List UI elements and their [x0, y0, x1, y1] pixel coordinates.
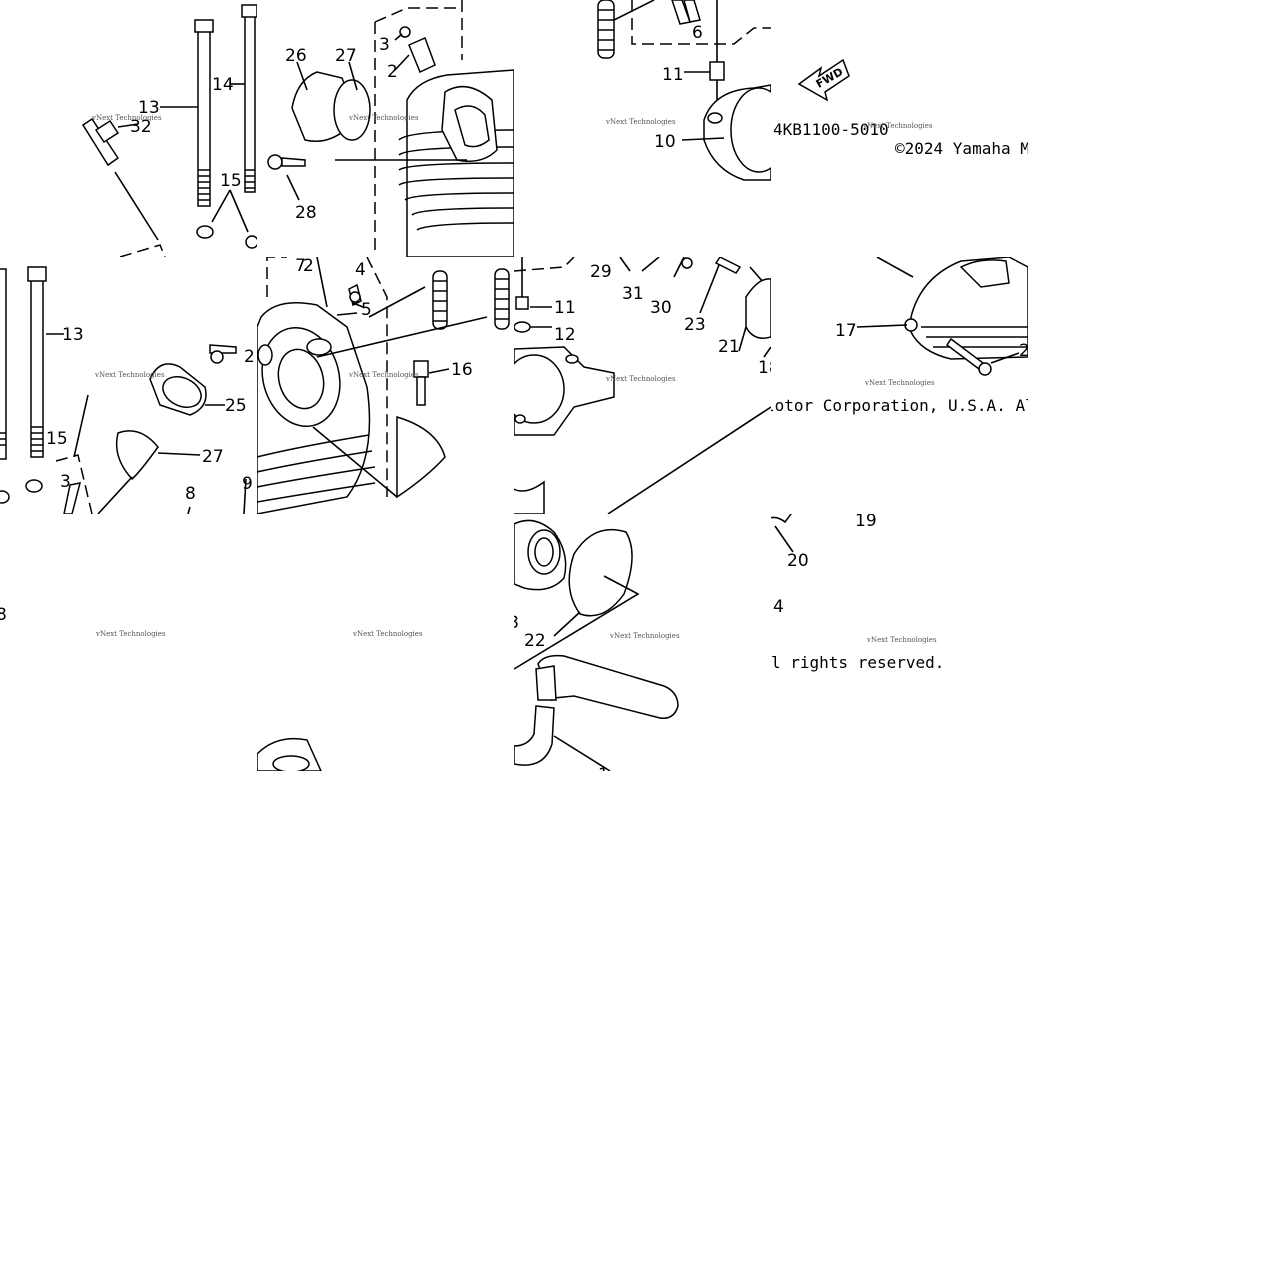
- watermark: vNext Technologies: [352, 630, 423, 638]
- label-1: 1: [598, 765, 609, 771]
- tile-r3c3: 8 22 1 vNext Technologies: [514, 514, 771, 771]
- label-11: 11: [662, 65, 684, 85]
- label-17: 17: [835, 321, 857, 341]
- tile-r1c2: 26 27 3 2 28 vNext Technologies: [257, 0, 514, 257]
- tile-r2c1: 13 2 25 15 27 3 8 9 vNext Technologies: [0, 257, 257, 514]
- label-6: 6: [692, 23, 703, 43]
- watermark: vNext Technologies: [348, 114, 419, 122]
- watermark: vNext Technologies: [348, 371, 419, 379]
- flange-icon: [514, 519, 567, 591]
- fwd-arrow-icon: FWD: [797, 58, 850, 102]
- tile-r3c2: vNext Technologies: [257, 514, 514, 771]
- tile-r2c3: 29 31 30 23 21 18 11 12 vNext Technologi…: [514, 257, 771, 514]
- copyright-line-2: lotor Corporation, U.S.A. Al: [771, 396, 1028, 415]
- label-8: 8: [0, 605, 7, 625]
- watermark: vNext Technologies: [95, 630, 166, 638]
- spark-plug-icon: [81, 117, 120, 167]
- watermark: vNext Technologies: [864, 379, 935, 387]
- label-5: 5: [361, 300, 372, 320]
- tile-r3c4: 20 19 4 l rights reserved. vNext Technol…: [771, 514, 1028, 771]
- label-27: 27: [202, 447, 224, 467]
- label-21: 21: [718, 337, 740, 357]
- intake-joint-icon: [149, 363, 207, 416]
- label-3: 3: [60, 472, 71, 492]
- label-15: 15: [46, 429, 68, 449]
- label-32: 32: [130, 117, 152, 137]
- copyright-line-3: l rights reserved.: [771, 653, 944, 672]
- watermark: vNext Technologies: [605, 118, 676, 126]
- head-cover-icon: [904, 257, 1028, 360]
- watermark: vNext Technologies: [866, 636, 937, 644]
- label-14: 14: [212, 75, 234, 95]
- label-3: 3: [379, 35, 390, 55]
- watermark: vNext Technologies: [94, 371, 165, 379]
- watermark: vNext Technologies: [609, 632, 680, 640]
- tile-r3c1: 8 vNext Technologies: [0, 514, 257, 771]
- label-4: 4: [355, 260, 366, 280]
- cylinder-gasket-icon: [514, 346, 615, 436]
- tile-r1c1: 13 32 14 15 vNext Technologies: [0, 0, 257, 257]
- tile-r2c4: 17 2 lotor Corporation, U.S.A. Al vNext …: [771, 257, 1028, 514]
- bolt-icon: [267, 154, 306, 170]
- rear-cylinder-head-icon: [257, 302, 376, 514]
- label-23: 23: [684, 315, 706, 335]
- valve-spring-icon: [597, 0, 615, 59]
- label-27: 27: [335, 46, 357, 66]
- tile-r2c2: 7 2 4 5 16 vNext Technologies: [257, 257, 514, 514]
- label-11: 11: [554, 298, 576, 318]
- watermark: vNext Technologies: [605, 375, 676, 383]
- label-2: 2: [244, 347, 255, 367]
- label-30: 30: [650, 298, 672, 318]
- clip-icon: [771, 514, 792, 524]
- part-number: 4KB1100-5010: [773, 120, 889, 139]
- label-13: 13: [62, 325, 84, 345]
- label-2: 2: [387, 62, 398, 82]
- hose-icon: [514, 654, 679, 766]
- cylinder-head-icon: [398, 69, 514, 257]
- label-2: 2: [1019, 341, 1028, 361]
- label-24: 4: [773, 597, 784, 617]
- label-19: 19: [855, 514, 877, 531]
- label-28: 28: [295, 203, 317, 223]
- label-2: 2: [303, 257, 314, 276]
- label-12: 12: [554, 325, 576, 345]
- label-13: 13: [138, 98, 160, 118]
- label-7: 7: [295, 257, 306, 276]
- label-8: 8: [514, 613, 519, 633]
- label-16: 16: [451, 360, 473, 380]
- copyright-line-1: ©2024 Yamaha M: [895, 139, 1028, 158]
- label-10: 10: [654, 132, 676, 152]
- label-31: 31: [622, 284, 644, 304]
- label-9: 9: [242, 474, 253, 494]
- label-26: 26: [285, 46, 307, 66]
- watermark: vNext Technologies: [91, 114, 162, 122]
- tile-r1c4: FWD 4KB1100-5010 ©2024 Yamaha M vNext Te…: [771, 0, 1028, 257]
- label-25: 25: [225, 396, 247, 416]
- label-20: 20: [787, 551, 809, 571]
- label-8: 8: [185, 484, 196, 504]
- label-29: 29: [590, 262, 612, 282]
- label-18: 18: [758, 358, 771, 378]
- head-gasket-icon: [703, 84, 771, 181]
- intake-manifold-icon: [257, 737, 322, 771]
- watermark: vNext Technologies: [862, 122, 933, 130]
- label-22: 22: [524, 631, 546, 651]
- label-15: 15: [220, 171, 242, 191]
- tile-r1c3: 6 11 10 vNext Technologies: [514, 0, 771, 257]
